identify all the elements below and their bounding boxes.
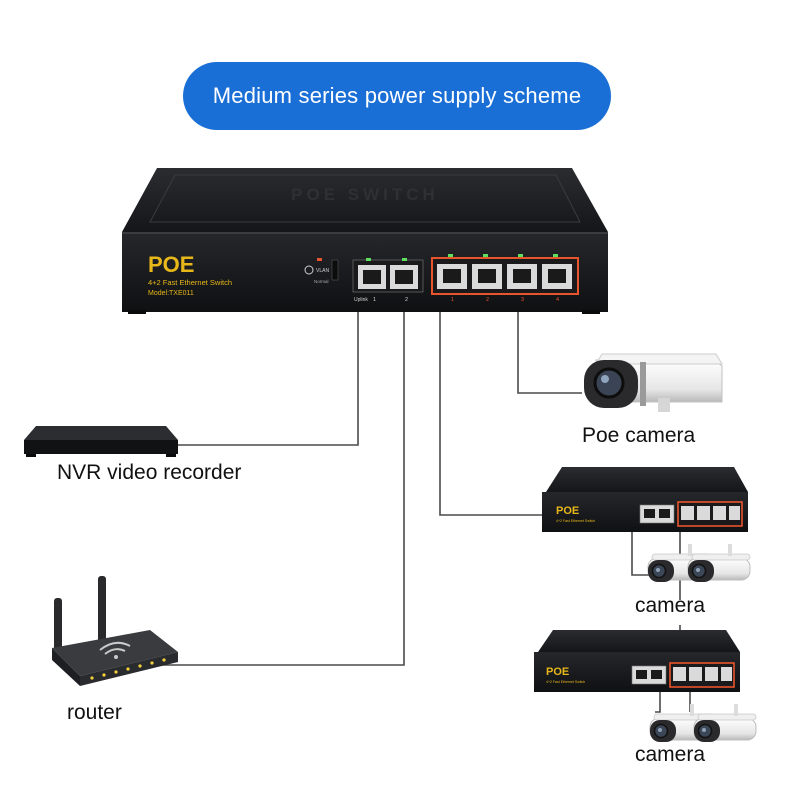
poe-camera-label: Poe camera: [582, 424, 696, 447]
cable-camera-2: [655, 690, 661, 713]
poe-camera-icon: [584, 353, 723, 412]
nvr-label: NVR video recorder: [57, 461, 242, 484]
camera-1-label: camera: [635, 594, 706, 617]
tertiary-switch: POE 4+2 Fast Ethernet Switch: [534, 630, 740, 692]
switch-model-number: Model:TXE011: [148, 290, 194, 297]
cable-camera-1: [631, 528, 650, 576]
switch-model-line: 4+2 Fast Ethernet Switch: [148, 278, 232, 287]
poe-port-4: 4: [556, 297, 559, 303]
switch-top-panel: [122, 168, 608, 232]
poe-ports: 1 2 3 4: [431, 254, 579, 303]
uplink-port-1: 1: [373, 297, 376, 303]
normal-label: Normal: [314, 279, 329, 284]
secondary-switch-brand: POE: [556, 505, 579, 517]
router-label: router: [67, 701, 122, 724]
cable-nvr: [178, 300, 359, 446]
camera-group-2: [649, 703, 757, 743]
uplink-port-2: 2: [405, 297, 408, 303]
camera-group-1: [647, 543, 751, 583]
uplink-ports: Uplink 1 2: [352, 258, 424, 303]
cable-poe-camera: [517, 300, 582, 394]
secondary-switch-model: 4+2 Fast Ethernet Switch: [556, 519, 595, 523]
switch-top-emboss: POE SWITCH: [291, 185, 439, 204]
router-icon: [52, 576, 178, 686]
cable-switch-2: [439, 300, 542, 516]
vlan-label: VLAN: [316, 268, 329, 274]
camera-2-label: camera: [635, 743, 706, 766]
cable-router: [160, 300, 405, 666]
poe-port-2: 2: [486, 297, 489, 303]
tertiary-switch-model: 4+2 Fast Ethernet Switch: [546, 680, 585, 684]
vlan-toggle-icon: [304, 265, 314, 275]
secondary-switch: POE 4+2 Fast Ethernet Switch: [542, 467, 748, 532]
scheme-title: Medium series power supply scheme: [183, 62, 611, 130]
nvr-icon: [24, 426, 178, 457]
uplink-label: Uplink: [354, 297, 368, 303]
poe-port-1: 1: [451, 297, 454, 303]
main-poe-switch: POE SWITCH POE 4+2 Fast Ethernet Switch …: [122, 168, 608, 314]
poe-port-3: 3: [521, 297, 524, 303]
tertiary-switch-brand: POE: [546, 666, 569, 678]
switch-brand: POE: [148, 252, 194, 277]
